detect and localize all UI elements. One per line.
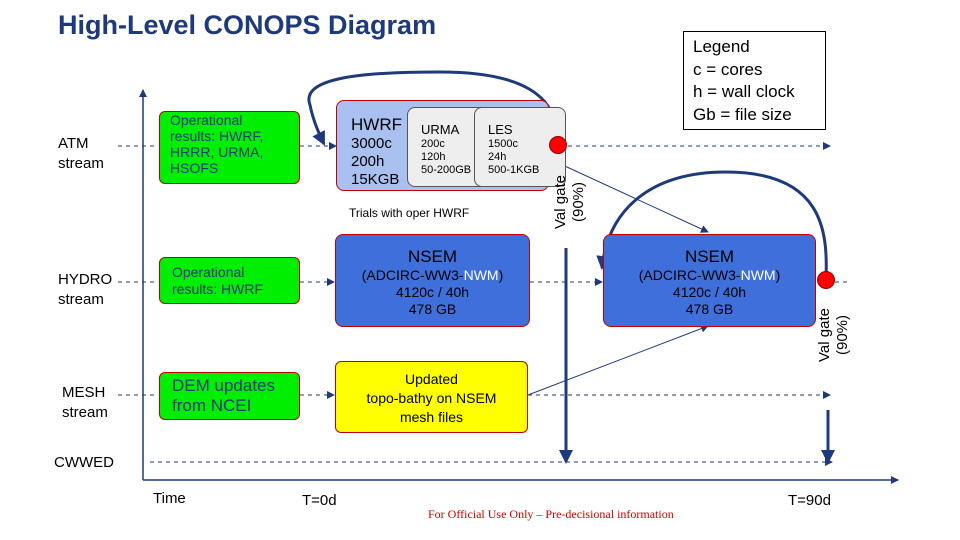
legend-box: Legend c = cores h = wall clock Gb = fil… — [683, 31, 826, 130]
nsem2-model: (ADCIRC-WW3-NWM) — [604, 267, 815, 284]
urma-line2: 120h — [421, 151, 446, 163]
nsem2-line2: 478 GB — [685, 301, 734, 317]
hwrf-line1: 3000c — [351, 135, 392, 152]
nsem2-model-pre: (ADCIRC-WW3- — [638, 267, 741, 283]
t0-label: T=0d — [302, 492, 337, 509]
hwrf-title: HWRF — [351, 115, 402, 134]
les-line3: 500-1KGB — [488, 164, 540, 176]
valgate1-line2: (90%) — [570, 182, 587, 223]
nsem2-title: NSEM — [684, 247, 735, 266]
nsem1-model-nwm: NWM — [463, 267, 499, 283]
legend-line-filesize: Gb = file size — [693, 104, 792, 124]
atm-inputs-box: Operational results: HWRF, HRRR, URMA, H… — [159, 111, 300, 184]
nsem1-model-post: ) — [498, 267, 504, 283]
nsem2-model-nwm: NWM — [740, 267, 776, 283]
valgate2-line1: Val gate — [816, 308, 833, 362]
nsem1-model: (ADCIRC-WW3-NWM) — [336, 267, 529, 284]
nsem2-box: NSEM (ADCIRC-WW3-NWM) 4120c / 40h 478 GB — [603, 234, 816, 327]
hydro-stream-line2: stream — [58, 291, 104, 308]
legend-line-wallclock: h = wall clock — [693, 82, 795, 101]
valgate2-label: Val gate (90%) — [816, 305, 856, 365]
atm-inputs-line2: results: HWRF, — [170, 128, 264, 144]
mesh-stream-label: MESH stream — [62, 383, 108, 423]
topo-to-nsem2 — [527, 324, 709, 396]
topo-line3: mesh files — [399, 409, 464, 425]
urma-line3: 50-200GB — [421, 164, 472, 176]
topo-line2: topo-bathy on NSEM — [366, 390, 497, 406]
valgate2-dot — [817, 271, 835, 289]
legend-heading: Legend — [693, 37, 750, 56]
topo-line1: Updated — [405, 371, 458, 387]
nsem2-model-post: ) — [775, 267, 781, 283]
valgate1-line1: Val gate — [552, 175, 569, 229]
atm-inputs-line3: HRRR, URMA, — [170, 144, 264, 160]
cwwed-stream-label: CWWED — [54, 454, 114, 471]
hydro-stream-line1: HYDRO — [58, 271, 113, 288]
nsem1-line2: 478 GB — [408, 301, 457, 317]
hydro-inputs-line2: results: HWRF — [172, 281, 263, 297]
hwrf-line2: 200h — [351, 153, 385, 170]
page-title: High-Level CONOPS Diagram — [58, 10, 437, 40]
atm-stream-line2: stream — [58, 155, 104, 172]
mesh-stream-line1: MESH — [62, 384, 106, 401]
les-line2: 24h — [488, 151, 507, 163]
mesh-stream-line2: stream — [62, 404, 108, 421]
les-line1: 1500c — [488, 138, 518, 150]
footer-notice: For Official Use Only – Pre-decisional i… — [428, 507, 674, 521]
mesh-inputs-line1: DEM updates — [172, 376, 275, 395]
t90-label: T=90d — [788, 492, 831, 509]
hwrf-line3: 15KGB — [351, 171, 400, 188]
valgate2-line2: (90%) — [834, 315, 851, 356]
valgate1-dot — [549, 136, 567, 154]
mesh-inputs-box: DEM updates from NCEI — [159, 372, 300, 420]
hydro-inputs-line1: Operational — [172, 264, 245, 280]
hydro-stream-label: HYDRO stream — [58, 270, 112, 310]
nsem2-line1: 4120c / 40h — [672, 284, 747, 300]
urma-title: URMA — [421, 122, 460, 137]
trials-note: Trials with oper HWRF — [349, 206, 470, 220]
nsem1-title: NSEM — [407, 247, 458, 266]
mesh-inputs-line2: from NCEI — [172, 396, 252, 415]
nsem1-line1: 4120c / 40h — [395, 284, 470, 300]
atm-loop-arrow — [307, 70, 557, 146]
time-axis-label: Time — [153, 490, 186, 507]
valgate1-label: Val gate (90%) — [552, 172, 592, 232]
atm-stream-line1: ATM — [58, 135, 89, 152]
atm-stream-label: ATM stream — [58, 134, 104, 174]
nsem1-box: NSEM (ADCIRC-WW3-NWM) 4120c / 40h 478 GB — [335, 234, 530, 327]
hydro-inputs-box: Operational results: HWRF — [159, 257, 300, 304]
les-box: LES 1500c 24h 500-1KGB — [474, 107, 566, 187]
topo-bathy-box: Updated topo-bathy on NSEM mesh files — [335, 361, 528, 433]
les-title: LES — [488, 122, 513, 137]
nsem1-model-pre: (ADCIRC-WW3- — [361, 267, 464, 283]
hydro-loop-arrow — [596, 170, 828, 279]
atm-inputs-line1: Operational — [170, 112, 243, 128]
legend-line-cores: c = cores — [693, 59, 763, 79]
urma-line1: 200c — [421, 138, 445, 150]
atm-inputs-line4: HSOFS — [170, 160, 219, 176]
